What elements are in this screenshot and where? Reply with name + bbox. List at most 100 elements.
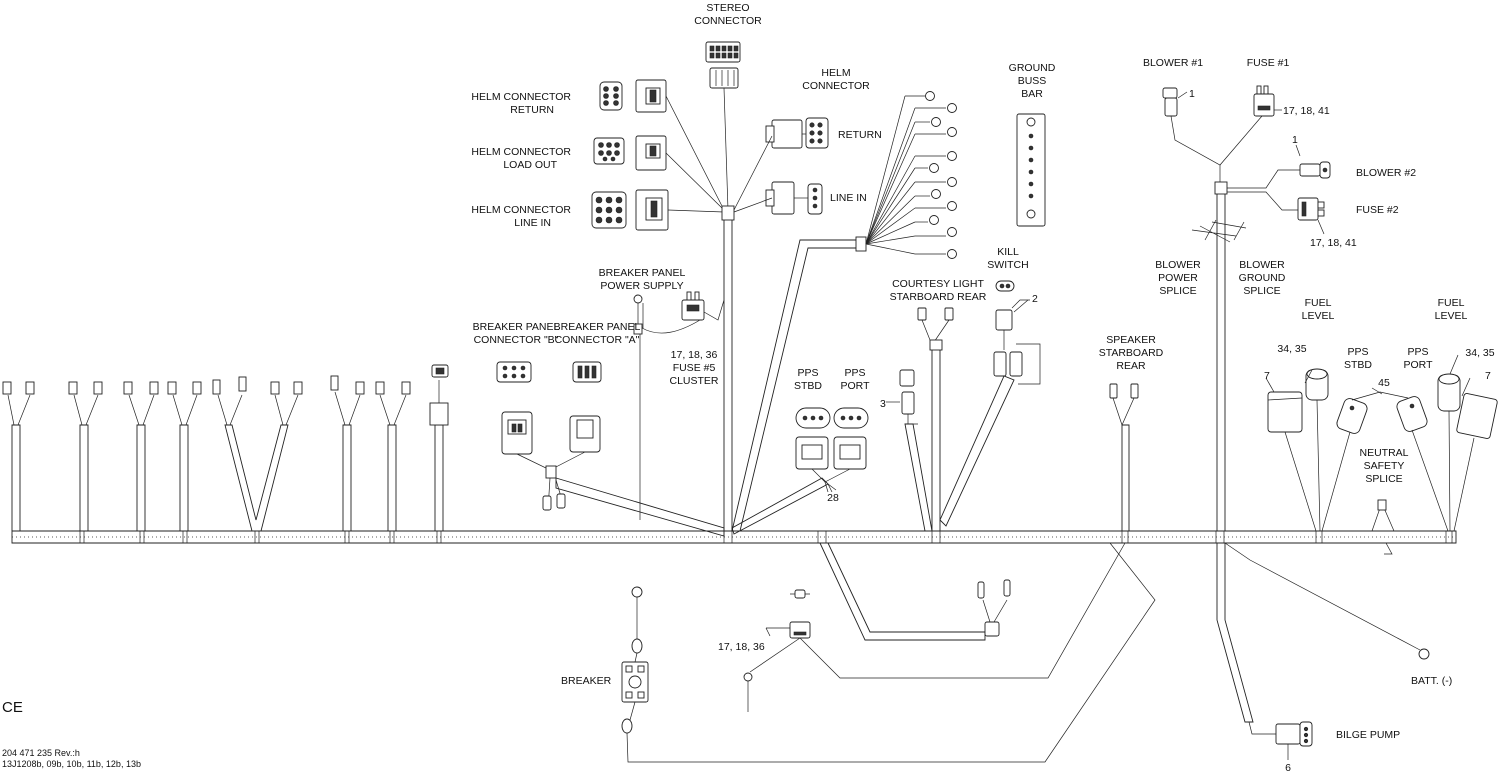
kill-switch-icon xyxy=(995,280,1015,292)
fuel-level-sensor-right xyxy=(1456,393,1498,439)
breaker-label: BREAKER xyxy=(561,675,612,687)
connector-icon xyxy=(355,381,365,395)
fuse-2-icon xyxy=(1297,197,1325,221)
part-number-label: 204 471 235 Rev.:h xyxy=(2,748,80,758)
callout-2: 2 xyxy=(1032,293,1038,305)
courtesy-light-label-2: STARBOARD REAR xyxy=(890,291,987,303)
speaker-label-3: REAR xyxy=(1116,360,1146,372)
pps-stbd-right-label-2: STBD xyxy=(1344,359,1372,371)
ground-buss-bar-label: GROUND xyxy=(1009,62,1056,74)
connector-icon xyxy=(68,381,78,395)
courtesy-light-label: COURTESY LIGHT xyxy=(892,278,984,290)
ring-terminal-fan xyxy=(731,91,957,532)
helm-connector-load-out-label: HELM CONNECTOR xyxy=(471,146,571,158)
kill-switch-group xyxy=(939,280,1041,527)
pps-stbd-label-2: STBD xyxy=(794,380,822,392)
pps-port-label: PPS xyxy=(844,367,865,379)
connector-icon xyxy=(149,381,159,395)
stereo-connector-label: STEREO xyxy=(706,2,749,14)
pps-stbd-connector-icon xyxy=(795,407,831,470)
pps-port-right-connector-icon xyxy=(1396,396,1428,432)
neutral-safety-splice-label-3: SPLICE xyxy=(1365,473,1402,485)
connector-icon xyxy=(212,379,221,395)
pps-port-right-label-2: PORT xyxy=(1404,359,1434,371)
helm-connector-return-label-2: RETURN xyxy=(510,104,554,116)
breaker-panel-connector-b-icon xyxy=(496,361,533,455)
connector-icon xyxy=(238,376,247,392)
connector-icon xyxy=(293,381,303,395)
callout-34-35-left: 34, 35 xyxy=(1277,343,1306,355)
connector-icon xyxy=(901,391,915,415)
pps-port-right-label: PPS xyxy=(1407,346,1428,358)
pps-stbd-right-connector-icon xyxy=(1336,398,1368,434)
blower-2-icon xyxy=(1299,161,1331,179)
helm-connector-label: HELM xyxy=(821,67,850,79)
connector-icon xyxy=(167,381,177,395)
helm-connector-return-label: HELM CONNECTOR xyxy=(471,91,571,103)
ground-buss-bar-label-3: BAR xyxy=(1021,88,1043,100)
breaker-panel-connector-a-icon xyxy=(569,361,602,453)
callout-7-left: 7 xyxy=(1264,370,1270,382)
callout-34-35-right: 34, 35 xyxy=(1465,347,1494,359)
fuel-pps-right-group xyxy=(1267,368,1498,555)
leader-lines xyxy=(765,91,1471,637)
ce-label: CE xyxy=(2,699,23,716)
pps-stbd-right-label: PPS xyxy=(1347,346,1368,358)
kill-switch-label-2: SWITCH xyxy=(987,259,1028,271)
helm-connector-right-icon xyxy=(765,117,829,149)
neutral-safety-splice-label: NEUTRAL xyxy=(1359,447,1408,459)
helm-connector-line-in-label-2: LINE IN xyxy=(514,217,551,229)
helm-connector-return-icon xyxy=(599,79,667,113)
line-in-connector-icon xyxy=(765,181,823,215)
fuel-level-left-label: FUEL xyxy=(1305,297,1332,309)
callout-1a: 1 xyxy=(1189,88,1195,100)
fuel-level-left-label-2: LEVEL xyxy=(1302,310,1335,322)
left-branch-group xyxy=(2,364,449,532)
connector-icon xyxy=(25,381,35,395)
stereo-connector-group xyxy=(705,41,741,211)
helm-connector-label-2: CONNECTOR xyxy=(802,80,870,92)
fuel-level-connector-left xyxy=(1305,368,1329,401)
helm-connectors-group xyxy=(591,79,725,231)
main-harness-trunk xyxy=(11,530,1457,544)
breaker-panel-a-label-2: CONNECTOR "A" xyxy=(555,334,640,346)
pps-stbd-label: PPS xyxy=(797,367,818,379)
blower-2-label: BLOWER #2 xyxy=(1356,167,1416,179)
breaker-panel-b-label-2: CONNECTOR "B" xyxy=(474,334,559,346)
blower-fuse-group xyxy=(1162,85,1331,532)
fuse-1-refs: 17, 18, 41 xyxy=(1283,105,1330,117)
connector-icon xyxy=(429,402,449,426)
helm-connector-load-out-icon xyxy=(593,135,667,171)
helm-connector-line-in-label: HELM CONNECTOR xyxy=(471,204,571,216)
helm-connector-load-out-label-2: LOAD OUT xyxy=(503,159,557,171)
fuse-5-label: FUSE #5 xyxy=(673,362,716,374)
helm-connector-line-in-icon xyxy=(591,189,669,231)
ground-buss-bar-icon xyxy=(1016,113,1046,227)
pps-center-group xyxy=(731,407,869,535)
blower-ground-splice-label-2: GROUND xyxy=(1239,272,1286,284)
neutral-safety-splice-label-2: SAFETY xyxy=(1364,460,1405,472)
connector-icon xyxy=(899,369,915,387)
connector-icon xyxy=(330,375,339,391)
stereo-connector-icon xyxy=(705,41,741,63)
connector-icon xyxy=(270,381,280,395)
blower-1-icon xyxy=(1162,87,1178,117)
breaker-panel-power-supply-label: BREAKER PANEL xyxy=(599,267,686,279)
battery-negative-ring-icon xyxy=(1418,648,1430,660)
callout-45: 45 xyxy=(1378,377,1390,389)
connector-icon xyxy=(192,381,202,395)
speaker-starboard-rear-group xyxy=(1109,383,1139,532)
fuse-1-icon xyxy=(1253,85,1275,117)
bilge-pump-label: BILGE PUMP xyxy=(1336,729,1400,741)
models-label: 13J1208b, 09b, 10b, 11b, 12b, 13b xyxy=(2,759,141,769)
lower-fuse-refs: 17, 18, 36 xyxy=(718,641,765,653)
central-vertical-trunk xyxy=(721,117,829,532)
callout-1b: 1 xyxy=(1292,134,1298,146)
fuse-2-label: FUSE #2 xyxy=(1356,204,1399,216)
courtesy-light-group xyxy=(899,307,954,532)
ring-terminal-icon xyxy=(743,672,753,682)
blower-power-splice-label: BLOWER xyxy=(1155,259,1201,271)
blower-power-splice-label-2: POWER xyxy=(1158,272,1198,284)
pps-port-connector-icon xyxy=(833,407,869,470)
